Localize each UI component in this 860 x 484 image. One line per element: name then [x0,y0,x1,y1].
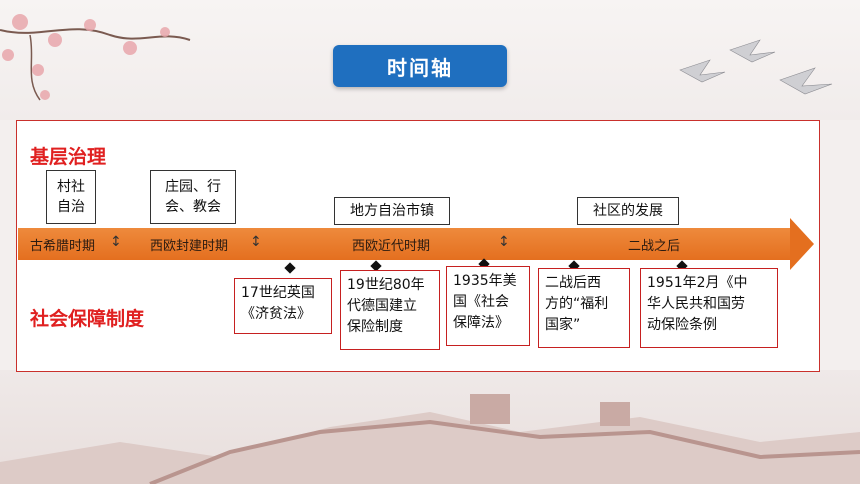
timeline-arrow-head [790,218,814,270]
governance-box-village: 村社 自治 [46,170,96,224]
great-wall-decoration [0,394,860,484]
plum-blossom-decoration [0,14,191,101]
governance-box-manor: 庄园、行 会、教会 [150,170,236,224]
period-divider-icon: ↕ [498,234,510,250]
welfare-box-1880s: 19世纪80年 代德国建立 保险制度 [340,270,440,350]
timeline-title: 时间轴 [333,45,507,87]
governance-box-community: 社区的发展 [577,197,679,225]
period-ancient-greece: 古希腊时期 [30,239,96,254]
period-modern: 西欧近代时期 [352,239,431,254]
crane-birds-decoration [679,39,833,95]
period-feudal: 西欧封建时期 [150,239,229,254]
timeline-arrow [18,228,796,260]
period-divider-icon: ↕ [250,234,262,250]
governance-box-municipal: 地方自治市镇 [334,197,450,225]
period-post-war: 二战之后 [628,239,681,254]
welfare-box-1601: 17世纪英国 《济贫法》 [234,278,332,334]
welfare-section-label: 社会保障制度 [30,308,145,330]
welfare-box-1935: 1935年美 国《社会 保障法》 [446,266,530,346]
welfare-box-post-war: 二战后西 方的“福利 国家” [538,268,630,348]
welfare-box-1951: 1951年2月《中 华人民共和国劳 动保险条例 [640,268,778,348]
governance-section-label: 基层治理 [30,146,107,168]
period-divider-icon: ↕ [110,234,122,250]
